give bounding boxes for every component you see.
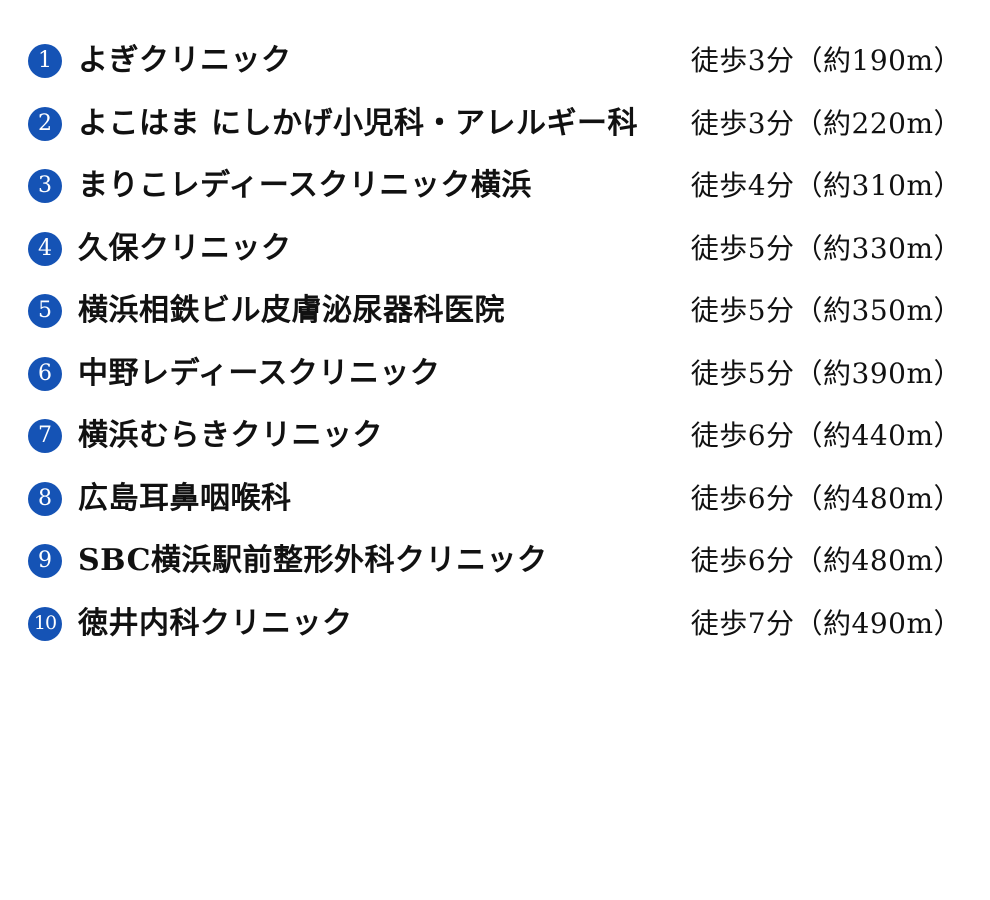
clinic-name: 久保クリニック <box>78 230 292 266</box>
number-badge-icon: 4 <box>28 231 62 266</box>
walking-distance: 徒歩6分（約480m） <box>690 481 962 515</box>
clinic-name: 中野レディースクリニック <box>78 355 441 391</box>
clinic-name: よぎクリニック <box>78 43 292 79</box>
number-badge-icon: 6 <box>28 356 62 391</box>
walking-distance: 徒歩4分（約310m） <box>690 169 962 203</box>
walking-distance: 徒歩6分（約440m） <box>690 419 962 453</box>
walking-distance: 徒歩6分（約480m） <box>690 544 962 578</box>
number-badge-icon: 3 <box>28 169 62 204</box>
walking-distance: 徒歩7分（約490m） <box>690 606 962 640</box>
number-badge-icon: 10 <box>28 606 62 641</box>
number-badge-icon: 5 <box>28 294 62 329</box>
clinic-list: 1 よぎクリニック 徒歩3分（約190m） 2 よこはま にしかげ小児科・アレル… <box>28 30 968 655</box>
clinic-row: 3 まりこレディースクリニック横浜 徒歩4分（約310m） <box>28 155 968 218</box>
number-badge-icon: 2 <box>28 106 62 141</box>
clinic-name: 徳井内科クリニック <box>78 605 353 641</box>
walking-distance: 徒歩5分（約390m） <box>690 356 962 390</box>
clinic-name: 広島耳鼻咽喉科 <box>78 480 292 516</box>
clinic-row: 4 久保クリニック 徒歩5分（約330m） <box>28 218 968 281</box>
clinic-row: 7 横浜むらきクリニック 徒歩6分（約440m） <box>28 405 968 468</box>
clinic-row: 1 よぎクリニック 徒歩3分（約190m） <box>28 30 968 93</box>
clinic-name: よこはま にしかげ小児科・アレルギー科 <box>78 105 638 141</box>
number-badge-icon: 7 <box>28 419 62 454</box>
clinic-row: 6 中野レディースクリニック 徒歩5分（約390m） <box>28 343 968 406</box>
clinic-row: 2 よこはま にしかげ小児科・アレルギー科 徒歩3分（約220m） <box>28 93 968 156</box>
number-badge-icon: 1 <box>28 44 62 79</box>
number-badge-icon: 8 <box>28 481 62 516</box>
clinic-row: 8 広島耳鼻咽喉科 徒歩6分（約480m） <box>28 468 968 531</box>
clinic-row: 9 SBC横浜駅前整形外科クリニック 徒歩6分（約480m） <box>28 530 968 593</box>
walking-distance: 徒歩3分（約220m） <box>690 106 962 140</box>
clinic-name: 横浜相鉄ビル皮膚泌尿器科医院 <box>78 293 505 329</box>
clinic-name: 横浜むらきクリニック <box>78 418 383 454</box>
clinic-row: 10 徳井内科クリニック 徒歩7分（約490m） <box>28 593 968 656</box>
clinic-row: 5 横浜相鉄ビル皮膚泌尿器科医院 徒歩5分（約350m） <box>28 280 968 343</box>
walking-distance: 徒歩3分（約190m） <box>690 44 962 78</box>
clinic-name: SBC横浜駅前整形外科クリニック <box>78 543 548 579</box>
walking-distance: 徒歩5分（約350m） <box>690 294 962 328</box>
clinic-name: まりこレディースクリニック横浜 <box>78 168 532 204</box>
number-badge-icon: 9 <box>28 544 62 579</box>
walking-distance: 徒歩5分（約330m） <box>690 231 962 265</box>
